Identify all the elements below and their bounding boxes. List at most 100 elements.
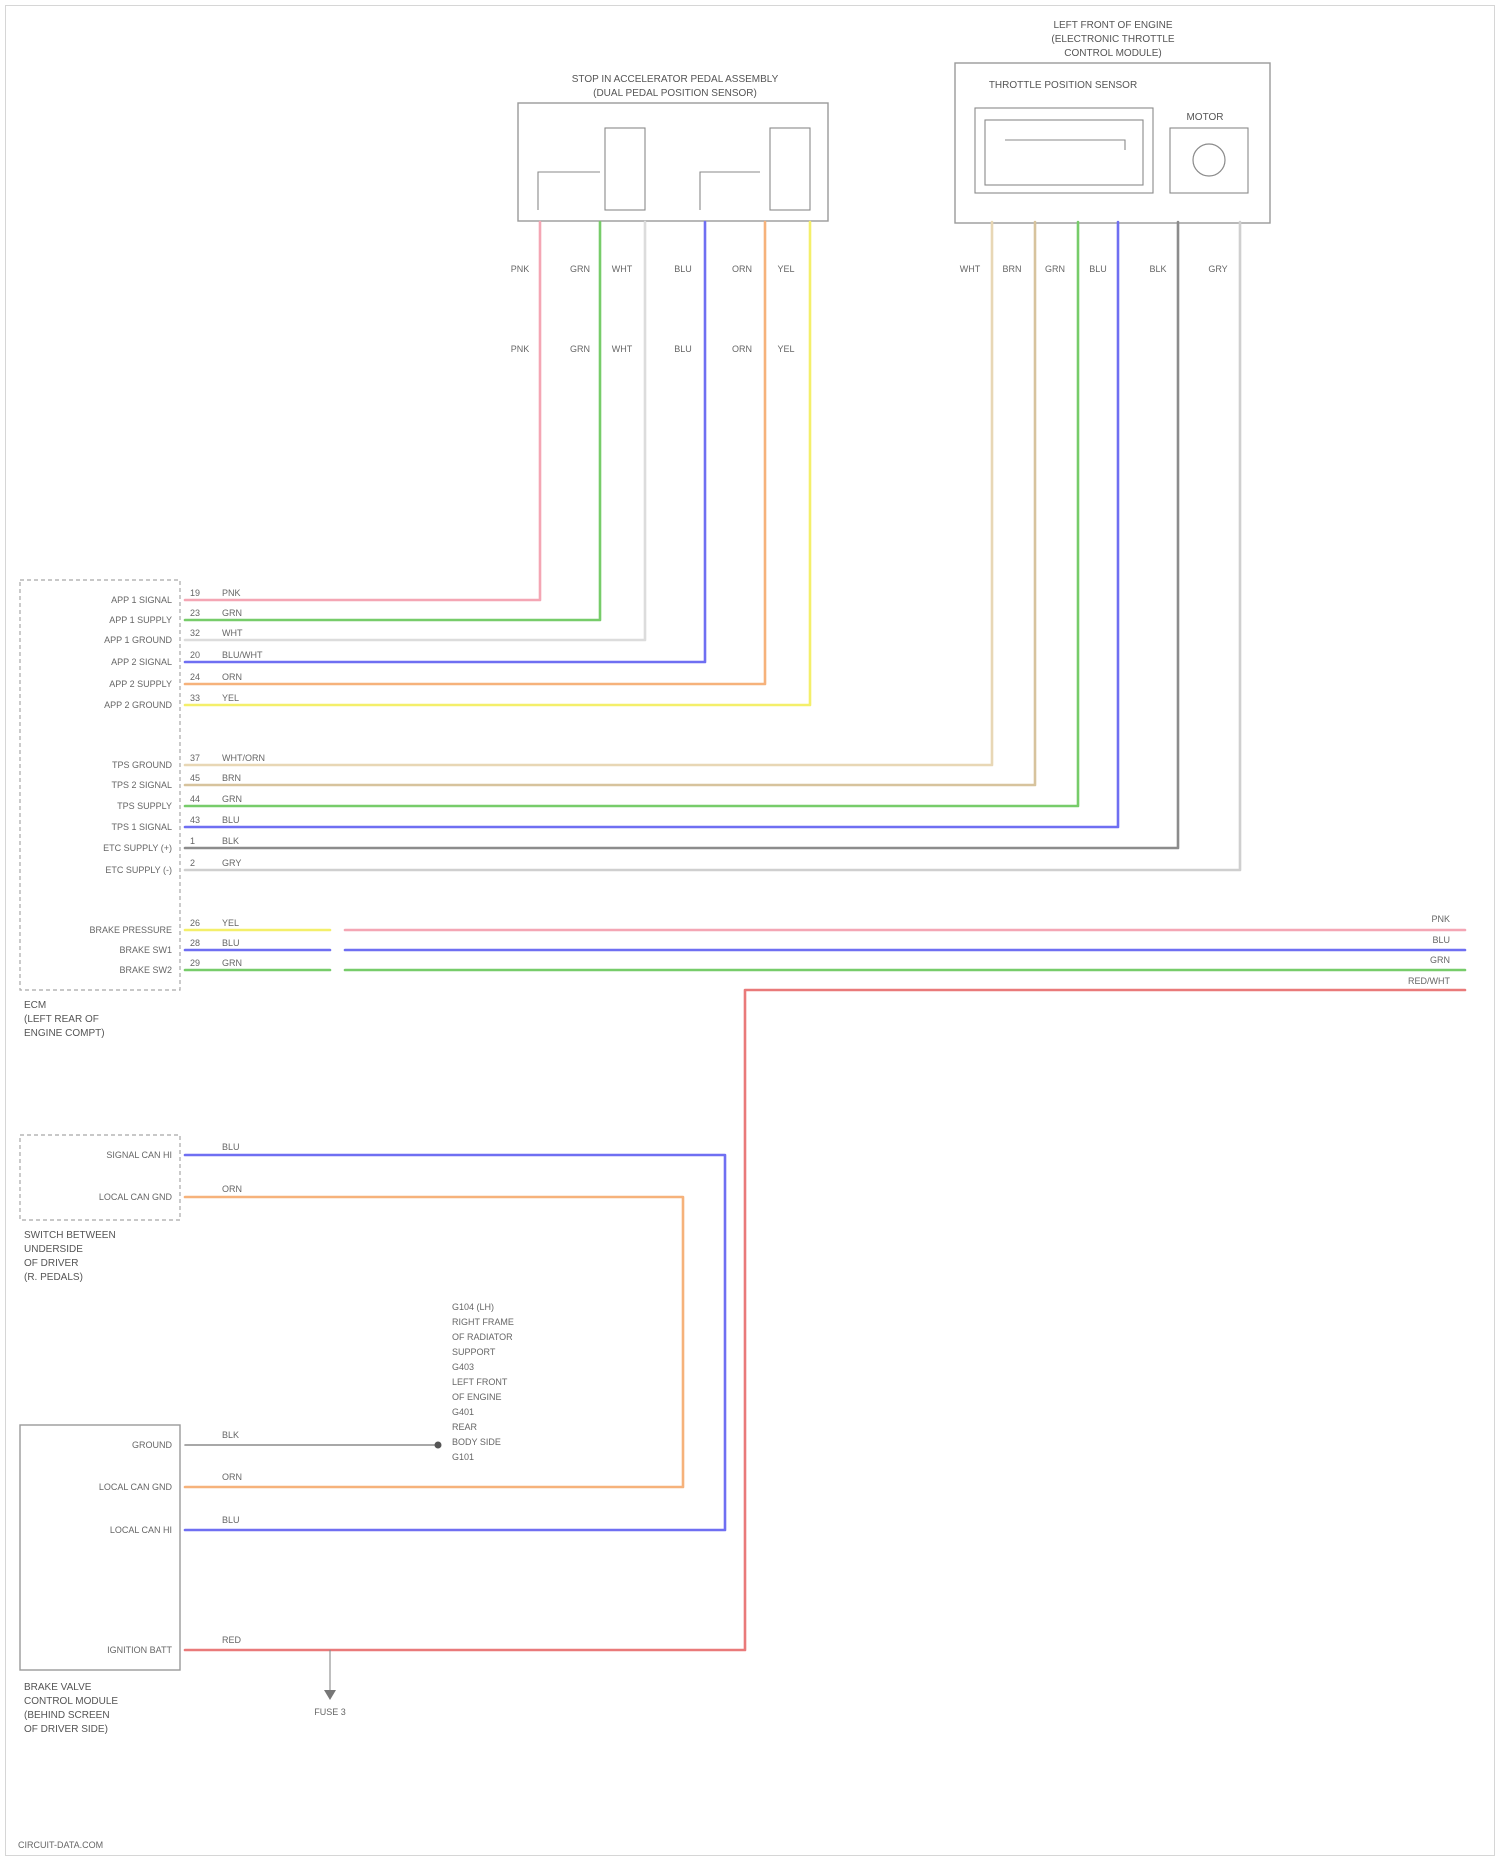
accel-bot-label-1: PNK: [511, 344, 530, 354]
fuse-drop: FUSE 3: [314, 1650, 346, 1717]
pedal-sensor-1: [605, 128, 645, 210]
ground-note-10: BODY SIDE: [452, 1437, 501, 1447]
switch-pin-can-gnd: LOCAL CAN GND: [99, 1192, 173, 1202]
fuse-label: FUSE 3: [314, 1707, 346, 1717]
ecm-wlabel-app-2: GRN: [222, 608, 242, 618]
ecm-pin-tps2-signal: TPS 2 SIGNAL: [111, 780, 172, 790]
ground-note-3: OF RADIATOR: [452, 1332, 513, 1342]
brake-wlabel-2: ORN: [222, 1472, 242, 1482]
pedal-sensor-2: [770, 128, 810, 210]
tb-top-label-4: BLU: [1089, 264, 1107, 274]
tb-top-label-1: WHT: [960, 264, 981, 274]
brake-module-box: [20, 1425, 180, 1670]
ground-note-2: RIGHT FRAME: [452, 1317, 514, 1327]
ecm-pinnum-5: 24: [190, 672, 200, 682]
accel-bot-label-2: GRN: [570, 344, 590, 354]
accel-top-label-5: ORN: [732, 264, 752, 274]
footer-watermark: CIRCUIT-DATA.COM: [18, 1840, 103, 1850]
throttle-body-assembly: LEFT FRONT OF ENGINE (ELECTRONIC THROTTL…: [955, 20, 1270, 223]
right-label-3: GRN: [1430, 955, 1450, 965]
ecm-pin-tps-ground: TPS GROUND: [112, 760, 173, 770]
ecm-brake-pinnum-2: 28: [190, 938, 200, 948]
ecm-wlabel-tps-4: BLU: [222, 815, 240, 825]
ecm-pin-app1-ground: APP 1 GROUND: [104, 635, 172, 645]
brake-wires: [185, 930, 1465, 1650]
brake-pin-ground: GROUND: [132, 1440, 172, 1450]
accel-bot-label-4: BLU: [674, 344, 692, 354]
accel-top-label-3: WHT: [612, 264, 633, 274]
motor-label: MOTOR: [1186, 112, 1223, 123]
brake-wlabel-1: BLK: [222, 1430, 239, 1440]
accel-top-label-1: PNK: [511, 264, 530, 274]
ground-junction: [435, 1442, 442, 1449]
ecm-name-line1: ECM: [24, 1000, 46, 1011]
tb-top-label-6: GRY: [1208, 264, 1227, 274]
ecm-pin-brake-pressure: BRAKE PRESSURE: [89, 925, 172, 935]
ecm-tps-pinnum-5: 1: [190, 836, 195, 846]
ecm-pin-app2-supply: APP 2 SUPPLY: [109, 679, 172, 689]
fuse-arrow-icon: [324, 1690, 336, 1700]
brake-name-line1: BRAKE VALVE: [24, 1682, 92, 1693]
pedal-sensor-wipers: [538, 172, 760, 210]
tb-top-label-5: BLK: [1149, 264, 1166, 274]
accel-top-label-6: YEL: [777, 264, 794, 274]
ecm-wlabel-tps-1: WHT/ORN: [222, 753, 265, 763]
tb-top-label-2: BRN: [1002, 264, 1021, 274]
brake-pin-can-gnd: LOCAL CAN GND: [99, 1482, 173, 1492]
ground-note-6: LEFT FRONT: [452, 1377, 508, 1387]
brake-pin-can-hi: LOCAL CAN HI: [110, 1525, 172, 1535]
ground-note-1: G104 (LH): [452, 1302, 494, 1312]
ecm-brake-pinnum-3: 29: [190, 958, 200, 968]
accel-top-label-2: GRN: [570, 264, 590, 274]
ecm-pinnum-6: 33: [190, 693, 200, 703]
switch-wlabel-1: BLU: [222, 1142, 240, 1152]
ecm-wlabel-tps-2: BRN: [222, 773, 241, 783]
right-label-2: BLU: [1432, 935, 1450, 945]
switch-name-line1: SWITCH BETWEEN: [24, 1230, 116, 1241]
wire-tps1-signal: [185, 222, 1118, 827]
switch-wlabel-2: ORN: [222, 1184, 242, 1194]
accel-title-line2: (DUAL PEDAL POSITION SENSOR): [593, 88, 757, 99]
ecm-wlabel-app-5: ORN: [222, 672, 242, 682]
accel-wires: [185, 222, 810, 705]
ecm-wlabel-brake-2: BLU: [222, 938, 240, 948]
ecm-pinnum-1: 19: [190, 588, 200, 598]
tps-track: [1005, 140, 1125, 150]
ecm-pin-tps-supply: TPS SUPPLY: [117, 801, 172, 811]
accel-top-label-4: BLU: [674, 264, 692, 274]
brake-module: GROUND LOCAL CAN GND LOCAL CAN HI IGNITI…: [20, 1425, 242, 1735]
wire-app1-signal: [185, 222, 540, 600]
wire-tps2-signal: [185, 222, 1035, 785]
motor-box: [1170, 128, 1248, 193]
ground-note: G104 (LH) RIGHT FRAME OF RADIATOR SUPPOR…: [452, 1302, 514, 1462]
ground-note-8: G401: [452, 1407, 474, 1417]
wire-app2-supply: [185, 222, 765, 684]
accel-pedal-assembly: STOP IN ACCELERATOR PEDAL ASSEMBLY (DUAL…: [518, 74, 828, 221]
ecm-tps-pinnum-4: 43: [190, 815, 200, 825]
ecm-name-line2: (LEFT REAR OF: [24, 1014, 99, 1025]
wire-app1-ground: [185, 222, 645, 640]
tb-wire-labels-top: WHT BRN GRN BLU BLK GRY: [960, 264, 1228, 274]
ground-note-9: REAR: [452, 1422, 478, 1432]
tps-inner: [985, 120, 1143, 185]
wire-can-gnd-switch: [185, 1197, 683, 1487]
ground-note-5: G403: [452, 1362, 474, 1372]
tb-title-line2: (ELECTRONIC THROTTLE: [1051, 34, 1174, 45]
brake-pin-ign: IGNITION BATT: [107, 1645, 172, 1655]
ecm-wlabel-tps-3: GRN: [222, 794, 242, 804]
ecm-brake-pinnum-1: 26: [190, 918, 200, 928]
wire-app2-ground: [185, 222, 810, 705]
ground-note-7: OF ENGINE: [452, 1392, 502, 1402]
ground-note-11: G101: [452, 1452, 474, 1462]
switch-name-line2: UNDERSIDE: [24, 1244, 83, 1255]
ecm-wlabel-app-6: YEL: [222, 693, 239, 703]
wire-etc-plus: [185, 222, 1178, 848]
brake-name-line3: (BEHIND SCREEN: [24, 1710, 110, 1721]
ecm-tps-pinnum-6: 2: [190, 858, 195, 868]
wire-etc-minus: [185, 222, 1240, 870]
accel-title-line1: STOP IN ACCELERATOR PEDAL ASSEMBLY: [572, 74, 779, 85]
switch-name-line4: (R. PEDALS): [24, 1272, 83, 1283]
ecm-pinnum-4: 20: [190, 650, 200, 660]
tps-label: THROTTLE POSITION SENSOR: [989, 80, 1137, 91]
ecm-wlabel-app-1: PNK: [222, 588, 241, 598]
